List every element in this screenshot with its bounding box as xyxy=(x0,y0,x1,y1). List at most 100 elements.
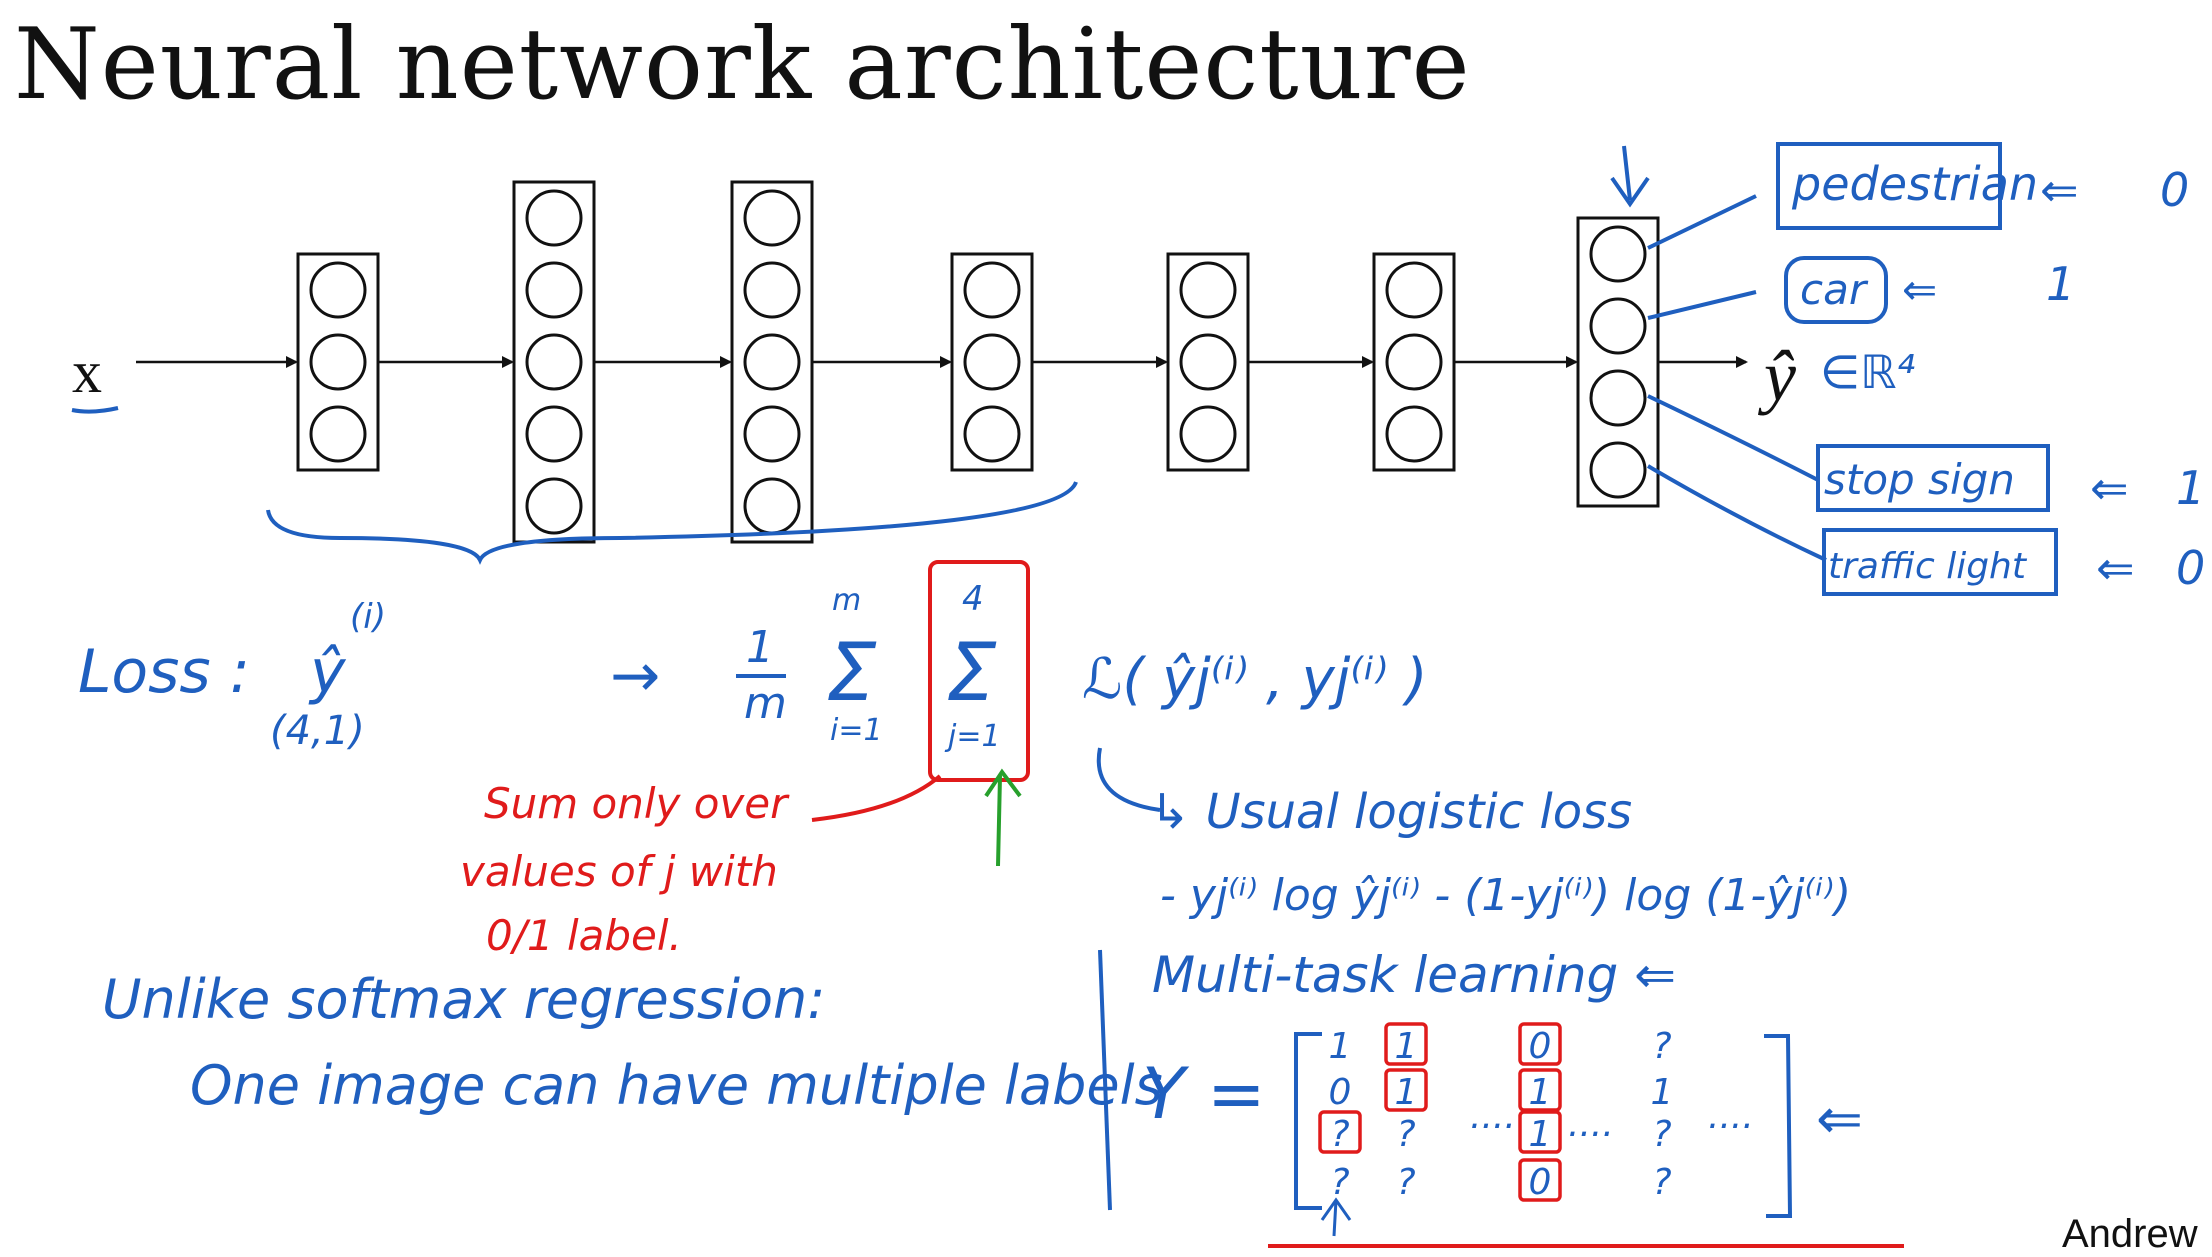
matrix-cell: 0 xyxy=(1329,1072,1352,1113)
matrix-highlight-box xyxy=(1384,1022,1428,1066)
red-note-line3: 0/1 label. xyxy=(486,911,682,960)
inner-sum-highlight xyxy=(928,560,1030,782)
traffic-light-value: 0 xyxy=(2176,541,2205,595)
red-note-line1: Sum only over xyxy=(484,779,790,828)
matrix-cell: ? xyxy=(1652,1114,1671,1155)
neuron-node xyxy=(743,189,801,247)
neuron-node xyxy=(1589,297,1647,355)
traffic-light-arrow: ⇐ xyxy=(2096,541,2135,595)
neuron-node xyxy=(743,333,801,391)
matrix-cell: ? xyxy=(1330,1114,1349,1155)
neuron-node xyxy=(525,333,583,391)
neuron-node xyxy=(1385,333,1443,391)
matrix-arrow: ⇐ xyxy=(1816,1087,1863,1152)
unlike-line2: One image can have multiple labels xyxy=(190,1054,1163,1117)
neuron-node xyxy=(1589,441,1647,499)
green-arrow xyxy=(984,768,1022,867)
matrix-highlight-box xyxy=(1518,1022,1562,1066)
hidden-layers-brace xyxy=(266,481,1078,565)
red-note: Sum only over values of j with 0/1 label… xyxy=(460,768,1022,960)
matrix-cell: ? xyxy=(1652,1026,1671,1067)
matrix-cell: ? xyxy=(1652,1162,1671,1203)
output-label: ŷ xyxy=(1757,336,1796,416)
matrix-dots-1: .... xyxy=(1470,1096,1516,1137)
neuron-node xyxy=(963,405,1021,463)
loss-arrow: → xyxy=(610,641,660,711)
matrix-highlight-box xyxy=(1318,1110,1362,1154)
frac-num: 1 xyxy=(746,622,774,673)
matrix-cell: ? xyxy=(1396,1162,1415,1203)
stop-sign-value: 1 xyxy=(2176,461,2205,515)
matrix-dots-2: .... xyxy=(1568,1104,1614,1145)
matrix-cell: 1 xyxy=(1529,1114,1552,1155)
matrix-cell: ? xyxy=(1330,1162,1349,1203)
neuron-node xyxy=(1385,405,1443,463)
car-box xyxy=(1784,256,1888,324)
matrix-cell: 1 xyxy=(1651,1072,1674,1113)
neuron-node xyxy=(309,333,367,391)
pedestrian-label: pedestrian xyxy=(1791,157,2038,211)
loss-yhat-sup: (i) xyxy=(350,597,386,637)
output-down-arrow xyxy=(1610,145,1650,208)
column-up-arrow xyxy=(1320,1197,1352,1237)
matrix-cell: ? xyxy=(1396,1114,1415,1155)
output-labels: pedestrian ⇐ 0 car ⇐ 1 stop sign ⇐ 1 tra… xyxy=(1646,142,2205,596)
matrix-cell: 1 xyxy=(1529,1072,1552,1113)
matrix-highlight-box xyxy=(1518,1110,1562,1154)
neuron-node xyxy=(1179,261,1237,319)
neuron-node xyxy=(309,261,367,319)
loss-term: ℒ( ŷj⁽ⁱ⁾ , yj⁽ⁱ⁾ ) xyxy=(1082,647,1427,712)
multitask-section: Multi-task learning ⇐ Y = 10??11??0110?1… xyxy=(1098,946,1904,1248)
neuron-node xyxy=(743,261,801,319)
output-space: ∈ℝ⁴ xyxy=(1820,345,1915,399)
neuron-node xyxy=(525,261,583,319)
car-label: car xyxy=(1800,265,1869,314)
neuron-node xyxy=(743,405,801,463)
loss-yhat: ŷ xyxy=(308,637,347,707)
pedestrian-box xyxy=(1776,142,2002,230)
sum-outer-top: m xyxy=(832,583,861,618)
pedestrian-arrow: ⇐ xyxy=(2040,163,2079,217)
neuron-node xyxy=(525,405,583,463)
sum-inner: Σ xyxy=(946,626,997,719)
usual-loss: ↳ Usual logistic loss - yj⁽ⁱ⁾ log ŷj⁽ⁱ⁾ … xyxy=(1096,747,1851,921)
traffic-light-box xyxy=(1822,528,2058,596)
neuron-node xyxy=(309,405,367,463)
traffic-light-label: traffic light xyxy=(1828,546,2028,587)
neuron-node xyxy=(525,477,583,535)
sum-inner-bottom: j=1 xyxy=(944,719,1001,754)
matrix-highlight-box xyxy=(1384,1068,1428,1112)
stop-sign-arrow: ⇐ xyxy=(2090,461,2129,515)
sum-outer-bottom: i=1 xyxy=(830,713,883,748)
neuron-node xyxy=(525,189,583,247)
loss-expression: Loss : ŷ (i) (4,1) → 1 m m Σ i=1 4 Σ j=1… xyxy=(78,560,1427,782)
matrix-cell: 0 xyxy=(1529,1162,1552,1203)
usual-loss-line1: ↳ Usual logistic loss xyxy=(1150,784,1632,840)
neuron-node xyxy=(743,477,801,535)
stop-sign-label: stop sign xyxy=(1824,455,2015,504)
matrix-highlight-box xyxy=(1518,1068,1562,1112)
sum-outer: Σ xyxy=(826,626,877,719)
unlike-line1: Unlike softmax regression: xyxy=(102,968,825,1031)
matrix-dots-3: .... xyxy=(1708,1096,1754,1137)
matrix-cell: 1 xyxy=(1329,1026,1352,1067)
matrix-cell: 1 xyxy=(1395,1072,1418,1113)
slide-title: Neural network architecture xyxy=(14,8,1471,122)
matrix-cell: 1 xyxy=(1395,1026,1418,1067)
neuron-node xyxy=(1589,369,1647,427)
author-name: Andrew xyxy=(2062,1212,2198,1256)
matrix-cell: 0 xyxy=(1529,1026,1552,1067)
car-value: 1 xyxy=(2046,257,2075,311)
neuron-node xyxy=(963,261,1021,319)
input-label: x xyxy=(72,339,102,405)
neuron-node xyxy=(1179,405,1237,463)
sum-inner-top: 4 xyxy=(962,579,984,619)
unlike-softmax: Unlike softmax regression: One image can… xyxy=(102,968,1163,1117)
neuron-node xyxy=(1589,225,1647,283)
Y-label: Y = xyxy=(1142,1053,1266,1135)
matrix-highlight-box xyxy=(1518,1158,1562,1202)
red-note-line2: values of j with xyxy=(460,847,778,896)
car-arrow: ⇐ xyxy=(1902,265,1937,314)
